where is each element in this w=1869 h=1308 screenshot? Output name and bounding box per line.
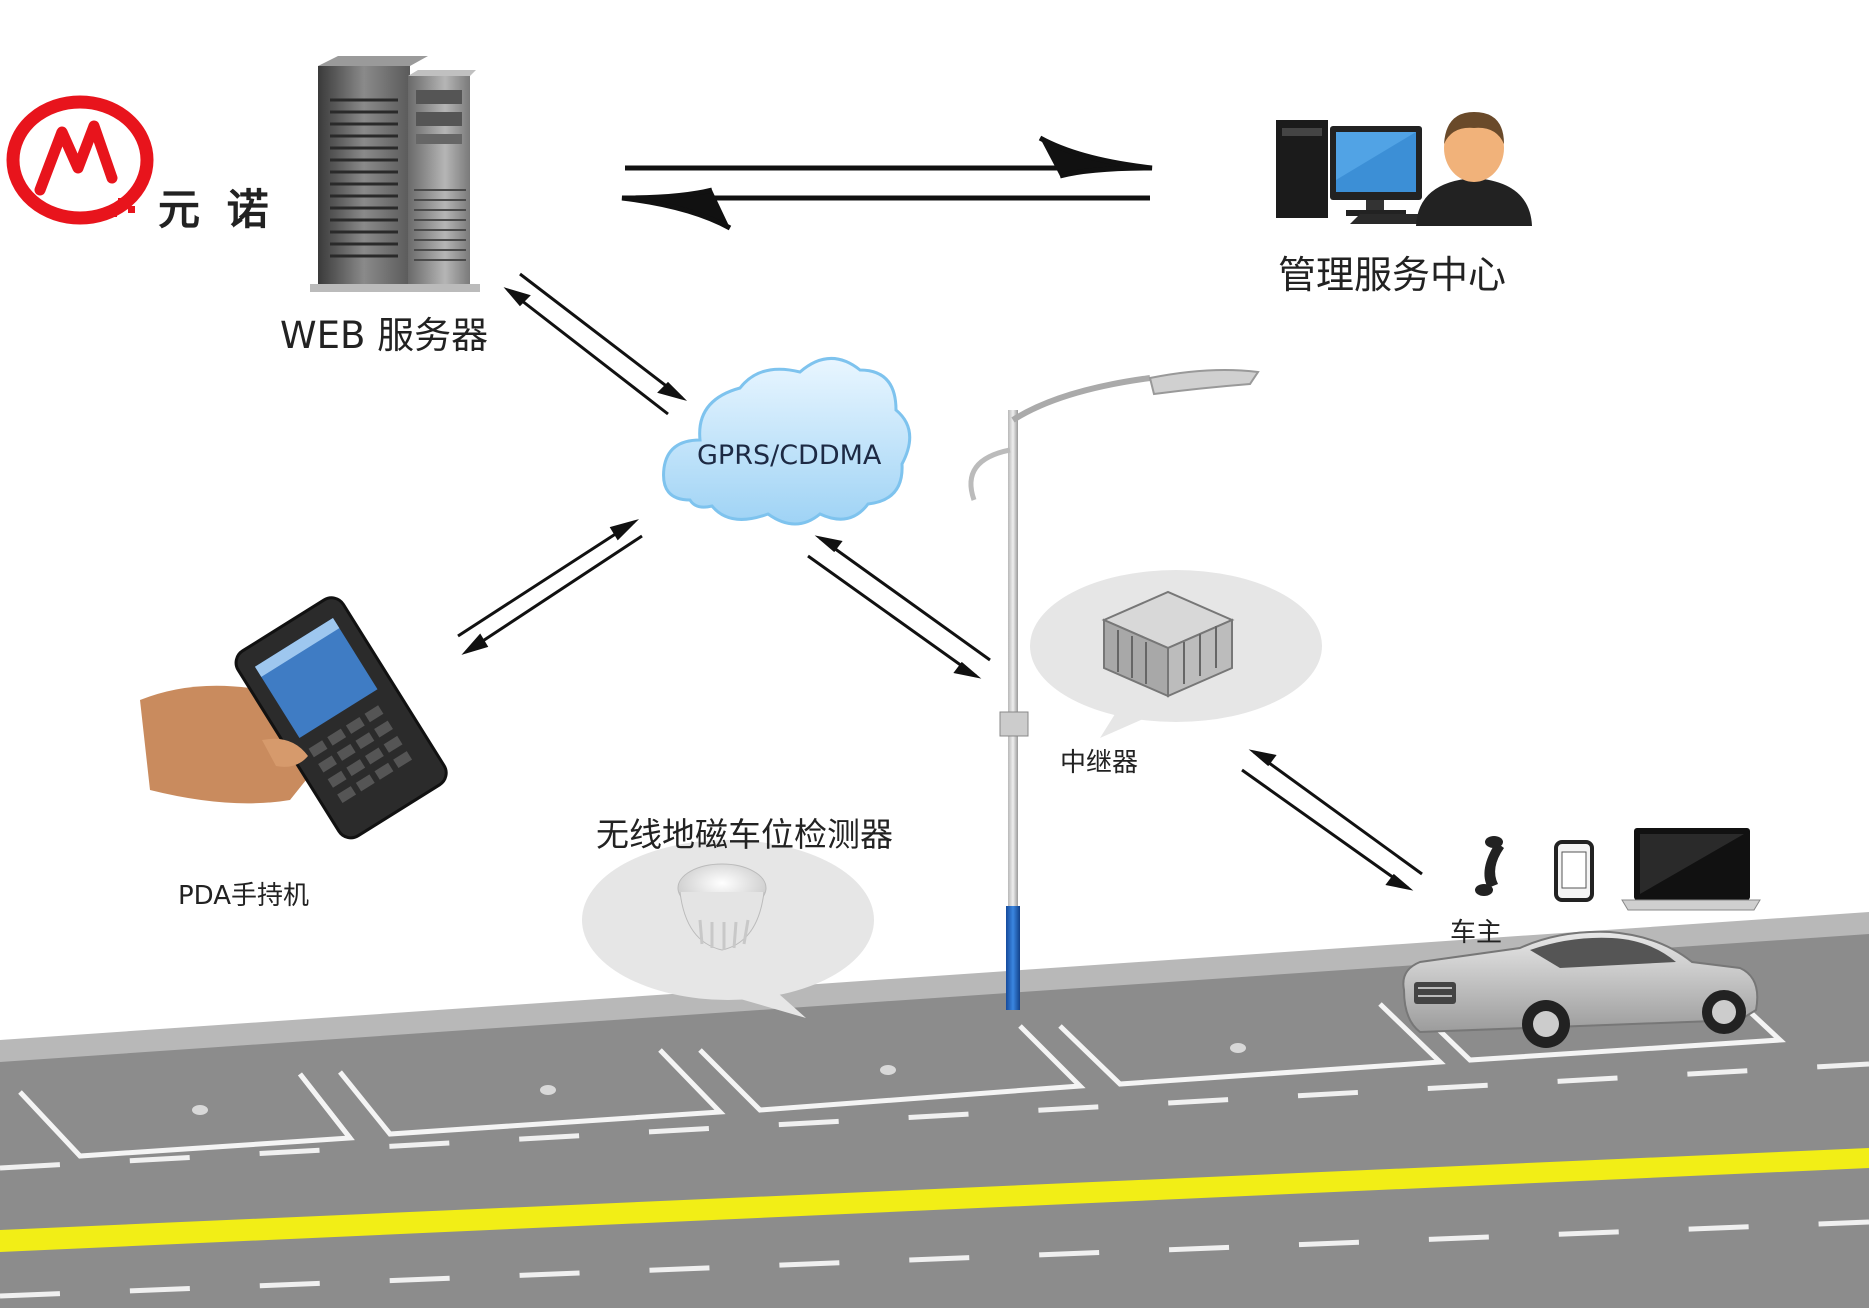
owner-label: 车主: [1450, 918, 1503, 948]
yuannuo-logo-icon: [6, 95, 154, 225]
server-cloud-arrows: [503, 272, 688, 416]
laptop-icon: [1621, 828, 1761, 911]
detector-label: 无线地磁车位检测器: [596, 815, 893, 854]
pda-label: PDA手持机: [178, 881, 310, 911]
street-lamp: [968, 369, 1260, 1010]
web-server-label: WEB 服务器: [280, 314, 489, 357]
repeater-label: 中继器: [1060, 748, 1139, 778]
car-icon: [1402, 930, 1759, 1048]
repeater-device-icon: [1101, 590, 1235, 698]
desktop-computer-icon: [1276, 120, 1430, 224]
smartphone-icon: [1554, 840, 1594, 902]
brand-name: 元 诺: [158, 185, 275, 234]
magnetic-sensor-icon: [677, 863, 767, 951]
person-avatar-icon: [1416, 112, 1532, 226]
handheld-pda-icon: [140, 596, 448, 840]
server-tower-icon: [310, 56, 480, 292]
pda-cloud-arrows: [457, 519, 643, 655]
cloud-label: GPRS/CDDMA: [697, 440, 882, 471]
cloud-icon: [662, 357, 912, 526]
road: [0, 912, 1869, 1308]
phone-icon: [1475, 836, 1504, 896]
cloud-repeater-arrows: [807, 535, 991, 679]
management-center-label: 管理服务中心: [1278, 253, 1507, 297]
server-management-arrows: [621, 135, 1153, 231]
repeater-owner-arrows: [1241, 749, 1423, 891]
